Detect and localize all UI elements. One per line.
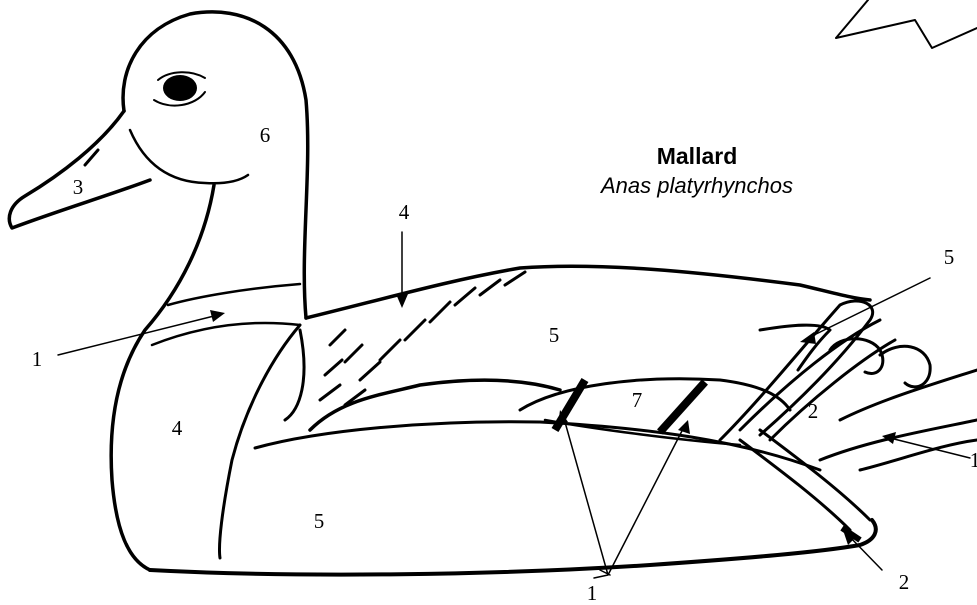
label-neck-ring: 1 [32,347,43,371]
speculum-bottom [545,420,740,445]
tail-feathers [820,370,977,470]
label-tail: 1 [970,448,977,472]
back-outline [306,266,870,318]
diagram-subtitle: Anas platyrhynchos [599,173,793,198]
flank-upper [255,422,820,470]
zigzag-decoration [836,0,977,48]
eye [163,75,197,101]
tail-curl-2 [880,346,930,387]
scapular-edge [285,330,304,420]
jaw-line [130,130,248,183]
label-speculum: 7 [632,388,643,412]
head-outline [123,12,308,318]
label-side-belly: 5 [314,509,325,533]
bill-outline [9,111,150,228]
speculum-outline [520,379,790,410]
label-tertials: 5 [944,245,955,269]
label-head: 6 [260,123,271,147]
label-flank: 2 [808,399,819,423]
label-bill: 3 [73,175,84,199]
label-speculum-bars: 1 [587,581,598,605]
label-rear-under-tail: 2 [899,570,910,594]
leader-lines [58,232,970,578]
label-wing-coverts: 5 [549,323,560,347]
neck-front [111,185,214,570]
under-tail [740,430,870,530]
belly-outline [150,520,876,575]
tail-curl-1 [830,339,883,374]
neck-ring-upper [168,284,300,305]
label-back: 4 [399,200,410,224]
label-breast: 4 [172,416,183,440]
speculum-bar-2 [660,382,705,432]
diagram-title: Mallard [657,143,738,169]
